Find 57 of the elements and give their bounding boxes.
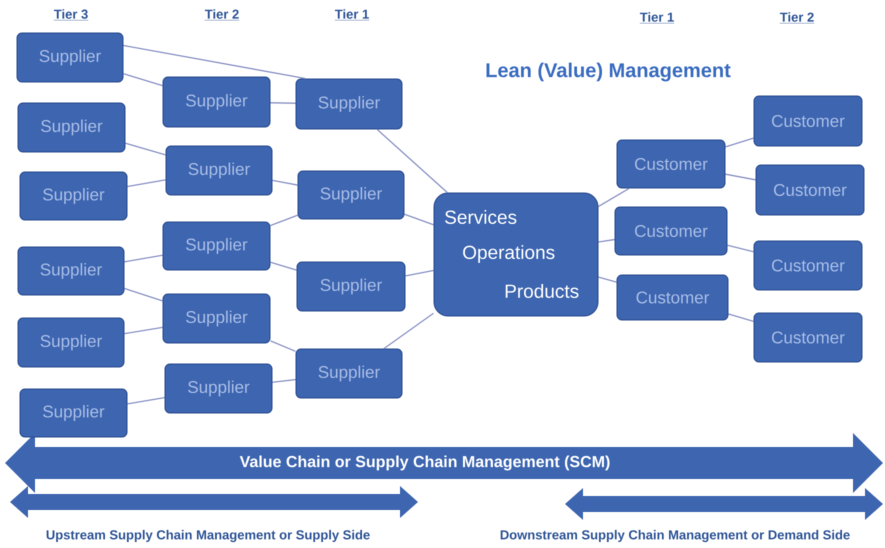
supply-box: Supplier [20, 172, 128, 220]
supply-box: Customer [754, 240, 862, 290]
supply-box: Supplier [166, 146, 272, 196]
connector-line [270, 340, 296, 352]
tier-label: Tier 2 [780, 12, 814, 24]
connector-line [384, 312, 434, 350]
supply-box: Supplier [296, 78, 402, 130]
supply-box: Supplier [298, 170, 404, 220]
connector-line [598, 188, 630, 207]
tier-label: Tier 2 [204, 9, 240, 20]
connector-line [725, 174, 756, 180]
tier-label: Tier 1 [334, 9, 370, 20]
side-label: Upstream Supply Chain Management or Supply Side [46, 530, 370, 542]
connector-line [127, 179, 166, 188]
connector-line [125, 142, 166, 156]
connector-line [124, 326, 163, 334]
side-label: Downstream Supply Chain Management or Demand Side [500, 530, 850, 542]
connector-line [405, 270, 434, 277]
connector-line [598, 276, 617, 283]
supply-box: Supplier [164, 364, 272, 414]
connector-line [123, 44, 306, 80]
connector-line [728, 313, 754, 322]
supply-box: Supplier [18, 318, 124, 368]
supply-box: Supplier [162, 294, 270, 344]
arrow-text: Value Chain or Supply Chain Management (SCM) [240, 456, 610, 470]
connector-line [270, 102, 296, 104]
connector-line [376, 129, 448, 193]
supply-box: Customer [614, 206, 728, 256]
operations-box: Services Operations Products [434, 192, 598, 316]
connector-line [272, 180, 298, 186]
supply-box: Supplier [296, 348, 402, 398]
supply-box: Customer [616, 140, 726, 188]
supply-box: Supplier [20, 388, 128, 438]
supply-box: Customer [754, 96, 862, 146]
connector-line [123, 73, 163, 86]
connector-line [725, 137, 754, 148]
connector-line [270, 262, 297, 271]
supply-box: Supplier [18, 102, 126, 152]
supply-box: Supplier [162, 76, 270, 128]
connector-line [127, 396, 165, 404]
supply-box: Supplier [162, 222, 270, 270]
connector-line [124, 254, 163, 262]
connector-line [598, 238, 615, 243]
tier-label: Tier 3 [54, 9, 88, 20]
supply-box: Customer [756, 164, 864, 216]
supply-box: Customer [616, 274, 728, 320]
supply-box: Supplier [296, 262, 406, 312]
title: Lean (Value) Management [486, 62, 731, 82]
connector-line [124, 288, 163, 302]
connector-line [270, 214, 298, 226]
supply-box: Supplier [16, 32, 124, 82]
tier-label: Tier 1 [640, 12, 674, 24]
connector-line [404, 214, 434, 226]
supply-box: Supplier [18, 246, 124, 296]
connector-line [727, 244, 754, 252]
connector-line [272, 379, 296, 383]
supply-box: Customer [754, 312, 862, 362]
